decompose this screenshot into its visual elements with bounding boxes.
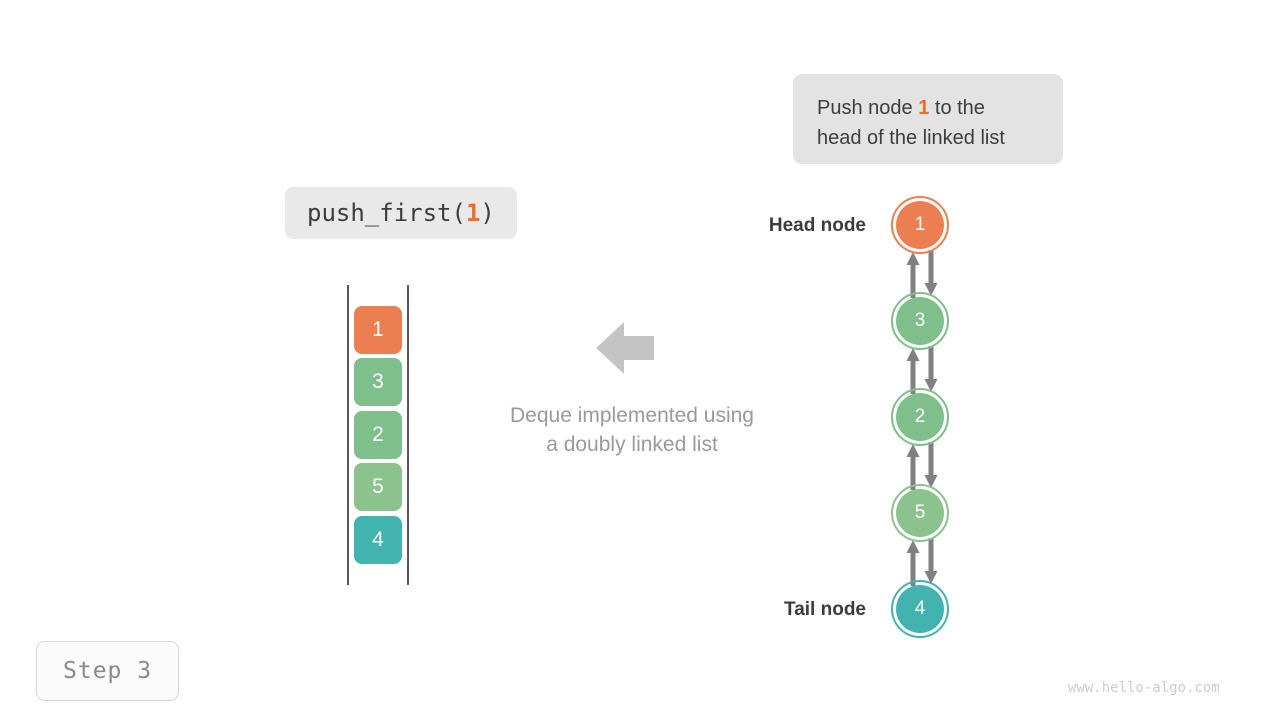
list-node: 3 <box>896 297 944 345</box>
tail-node-label: Tail node <box>784 599 866 620</box>
list-node-value: 2 <box>914 406 926 427</box>
callout-text-before: Push node <box>817 97 919 119</box>
list-node: 1 <box>896 201 944 249</box>
array-cell-value: 4 <box>372 528 384 551</box>
list-node: 2 <box>896 393 944 441</box>
link-arrow-pair <box>904 442 940 490</box>
method-arg: 1 <box>465 199 481 227</box>
array-cell: 3 <box>354 358 402 406</box>
method-label-push-first: push_first(1) <box>285 187 517 239</box>
caption-line-1: Deque implemented using <box>510 404 754 427</box>
list-node-value: 5 <box>914 502 926 523</box>
node-ring <box>891 484 949 542</box>
array-rail-right <box>407 285 409 585</box>
step-badge: Step 3 <box>36 641 180 701</box>
equivalence-arrow-icon <box>596 322 656 374</box>
array-cell: 5 <box>354 463 402 511</box>
deque-array-view: 1 3 2 5 4 <box>347 285 409 585</box>
array-cell-value: 3 <box>372 370 384 393</box>
callout-highlight-value: 1 <box>918 97 930 119</box>
node-ring <box>891 196 949 254</box>
method-name: push_first( <box>307 199 466 227</box>
array-rail-left <box>347 285 349 585</box>
list-node-value: 3 <box>914 310 926 331</box>
doubly-linked-list-view: 1 3 2 5 4 <box>860 190 1000 650</box>
array-cell-value: 1 <box>372 318 384 341</box>
list-node: 4 <box>896 585 944 633</box>
method-paren-close: ) <box>480 199 495 227</box>
node-ring <box>891 292 949 350</box>
array-cell-value: 2 <box>372 423 384 446</box>
node-ring <box>891 388 949 446</box>
array-cell: 1 <box>354 306 402 354</box>
callout-line-2: head of the linked list <box>817 127 1005 149</box>
link-arrow-pair <box>904 346 940 394</box>
watermark: www.hello-algo.com <box>1068 680 1220 696</box>
array-cell: 4 <box>354 516 402 564</box>
link-arrow-pair <box>904 250 940 298</box>
array-cell: 2 <box>354 411 402 459</box>
callout-push-head: Push node 1 to the head of the linked li… <box>793 74 1063 164</box>
caption-line-2: a doubly linked list <box>546 433 718 456</box>
node-ring <box>891 580 949 638</box>
link-arrow-pair <box>904 538 940 586</box>
array-cell-value: 5 <box>372 475 384 498</box>
callout-text-after: to the <box>929 97 985 119</box>
head-node-label: Head node <box>768 215 866 236</box>
list-node-value: 4 <box>914 598 926 619</box>
list-node: 5 <box>896 489 944 537</box>
list-node-value: 1 <box>914 214 926 235</box>
diagram-caption: Deque implemented using a doubly linked … <box>452 401 812 459</box>
